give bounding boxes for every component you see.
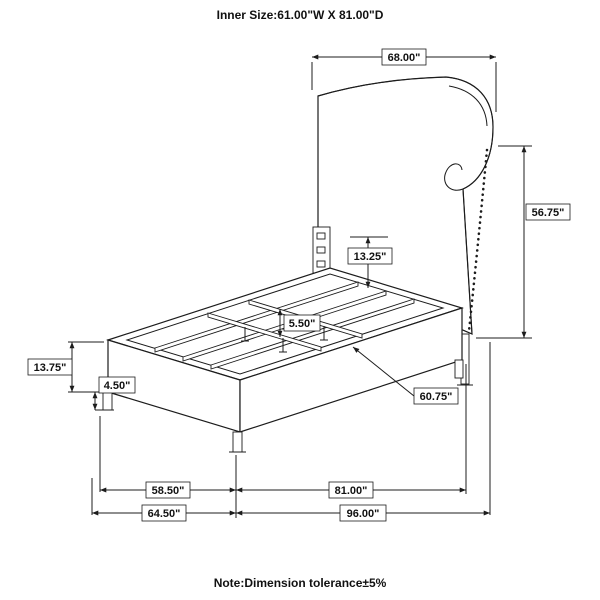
tolerance-note: Note:Dimension tolerance±5%	[213, 576, 387, 590]
inner-size-label: Inner Size:61.00"W X 81.00"D	[216, 8, 384, 22]
center-rail	[154, 281, 359, 353]
dim-left-rail-height	[68, 341, 104, 393]
headboard-outline	[317, 76, 494, 335]
center-rail	[210, 298, 415, 370]
label-box	[525, 203, 571, 221]
dim-right-height	[476, 145, 532, 339]
slat	[207, 312, 322, 352]
dim-label-slat-gap: 5.50"	[289, 318, 316, 330]
label-box	[381, 48, 427, 66]
dim-label-bottom-outer-width: 64.50"	[148, 508, 181, 520]
label-box	[328, 481, 374, 499]
bracket-slot	[316, 246, 326, 254]
scroll-arm-inner-curve	[448, 85, 488, 127]
dimension-annotations: 68.00" 56.75" 13.25" 5.50" 13.75" 4.50" …	[27, 48, 571, 522]
dim-leg-height	[92, 392, 114, 411]
label-box	[145, 481, 191, 499]
dim-label-slat-length: 60.75"	[420, 391, 453, 403]
dim-label-bottom-inner-length: 81.00"	[335, 485, 368, 497]
leg-right	[454, 359, 464, 379]
leg-front-bottom	[232, 431, 243, 453]
nailhead-trim-icon	[467, 148, 489, 333]
frame-inner-edge	[125, 273, 445, 375]
label-box	[27, 358, 73, 376]
bracket-slot	[316, 232, 326, 240]
label-box	[413, 387, 459, 405]
bottom-extension-lines	[91, 342, 491, 518]
bed-illustration	[102, 76, 494, 453]
label-box	[347, 247, 393, 265]
dim-label-right-height: 56.75"	[532, 207, 565, 219]
scroll-arm-icon	[444, 163, 464, 191]
bracket-slot	[316, 260, 326, 268]
dim-label-bottom-outer-length: 96.00"	[347, 508, 380, 520]
label-box	[141, 504, 187, 522]
label-box	[283, 314, 321, 332]
dim-label-top-width: 68.00"	[388, 52, 421, 64]
dim-label-inner-top: 13.25"	[354, 251, 387, 263]
leg-front-left	[102, 391, 113, 411]
dim-slat-length-leader	[352, 346, 415, 397]
dim-label-bottom-inner-width: 58.50"	[152, 485, 185, 497]
dim-label-leg-height: 4.50"	[104, 380, 131, 392]
dim-label-left-rail-height: 13.75"	[34, 362, 67, 374]
label-box	[98, 376, 136, 394]
label-box	[339, 504, 387, 522]
